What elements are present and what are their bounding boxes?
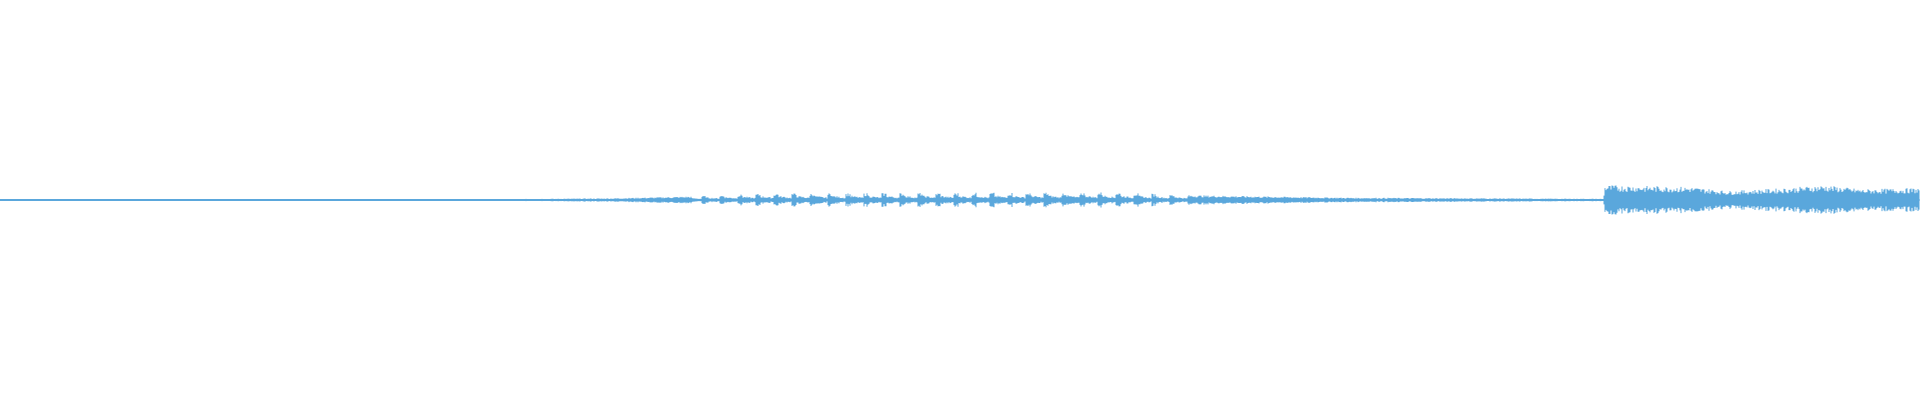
audio-waveform[interactable]: [0, 0, 1920, 400]
waveform-panel[interactable]: [0, 0, 1920, 400]
